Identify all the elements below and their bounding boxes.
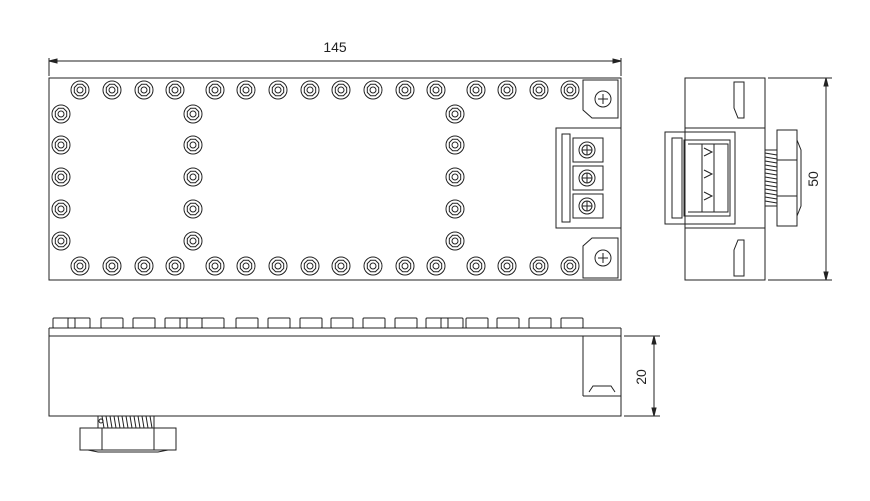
hole-nut xyxy=(446,232,464,250)
hole-nut xyxy=(498,81,516,99)
hole-nut xyxy=(446,136,464,154)
hole-nut xyxy=(498,257,516,275)
hole-nut xyxy=(561,257,579,275)
hole-nut xyxy=(364,81,382,99)
nut-head xyxy=(300,318,322,328)
nut-head xyxy=(180,318,202,328)
hole-nut xyxy=(52,232,70,250)
hole-nut xyxy=(467,81,485,99)
top-view-holes xyxy=(52,81,579,275)
hole-nut xyxy=(52,168,70,186)
hole-nut xyxy=(184,105,202,123)
nut-head xyxy=(165,318,187,328)
hole-nut xyxy=(184,200,202,218)
side-slot-bottom xyxy=(734,240,744,276)
side-view xyxy=(665,78,801,280)
hole-nut xyxy=(52,136,70,154)
terminal-screw xyxy=(579,170,595,186)
nut-head xyxy=(331,318,353,328)
corner-screw-top xyxy=(595,91,611,107)
nut-head xyxy=(236,318,258,328)
hole-nut xyxy=(446,200,464,218)
hole-nut xyxy=(269,257,287,275)
hole-nut xyxy=(396,81,414,99)
hole-nut xyxy=(71,257,89,275)
hole-nut xyxy=(135,81,153,99)
hole-nut xyxy=(52,105,70,123)
hole-nut xyxy=(166,257,184,275)
hole-nut xyxy=(237,257,255,275)
hole-nut xyxy=(332,81,350,99)
width-dimension xyxy=(49,58,621,76)
hole-nut xyxy=(237,81,255,99)
hole-nut xyxy=(561,81,579,99)
terminal-block xyxy=(556,128,621,228)
hole-nut xyxy=(427,81,445,99)
hole-nut xyxy=(135,257,153,275)
nut-head xyxy=(68,318,90,328)
height-dimension xyxy=(624,336,660,416)
width-dimension-label: 145 xyxy=(323,39,347,55)
nut-head xyxy=(441,318,463,328)
hole-nut xyxy=(364,257,382,275)
depth-dimension-label: 50 xyxy=(805,171,821,187)
hole-nut xyxy=(332,257,350,275)
nut-head xyxy=(529,318,551,328)
height-dimension-label: 20 xyxy=(633,369,649,385)
depth-dimension xyxy=(768,78,832,280)
nut-head xyxy=(426,318,448,328)
side-stud-nut xyxy=(765,130,801,226)
corner-screw-bottom xyxy=(595,250,611,266)
front-view-nut-heads xyxy=(53,318,583,328)
top-view-body xyxy=(49,78,621,280)
nut-head xyxy=(268,318,290,328)
hole-nut xyxy=(103,81,121,99)
hole-nut xyxy=(301,81,319,99)
hole-nut xyxy=(71,81,89,99)
hole-nut xyxy=(184,232,202,250)
nut-head xyxy=(202,318,224,328)
bottom-right-corner-plate xyxy=(583,238,618,278)
hole-nut xyxy=(166,81,184,99)
hole-nut xyxy=(530,257,548,275)
hole-nut xyxy=(184,136,202,154)
hole-nut xyxy=(52,200,70,218)
nut-head xyxy=(133,318,155,328)
terminal-screw xyxy=(579,198,595,214)
hole-nut xyxy=(206,81,224,99)
side-view-body xyxy=(685,78,765,280)
nut-head xyxy=(395,318,417,328)
hole-nut xyxy=(269,81,287,99)
front-stud-nut xyxy=(80,416,176,452)
side-terminal-profile xyxy=(665,132,735,224)
top-right-corner-plate xyxy=(583,80,618,118)
front-view-body xyxy=(49,336,621,416)
nut-head xyxy=(497,318,519,328)
nut-head xyxy=(561,318,583,328)
nut-head xyxy=(363,318,385,328)
front-right-leg xyxy=(583,336,621,396)
hole-nut xyxy=(446,105,464,123)
hole-nut xyxy=(206,257,224,275)
nut-head xyxy=(466,318,488,328)
hole-nut xyxy=(301,257,319,275)
hole-nut xyxy=(467,257,485,275)
side-slot-top xyxy=(734,82,744,118)
hole-nut xyxy=(446,168,464,186)
hole-nut xyxy=(530,81,548,99)
nut-head xyxy=(101,318,123,328)
nut-head xyxy=(53,318,75,328)
terminal-screw xyxy=(579,142,595,158)
top-view xyxy=(49,78,621,280)
hole-nut xyxy=(184,168,202,186)
front-view xyxy=(49,318,621,452)
hole-nut xyxy=(396,257,414,275)
hole-nut xyxy=(103,257,121,275)
hole-nut xyxy=(427,257,445,275)
